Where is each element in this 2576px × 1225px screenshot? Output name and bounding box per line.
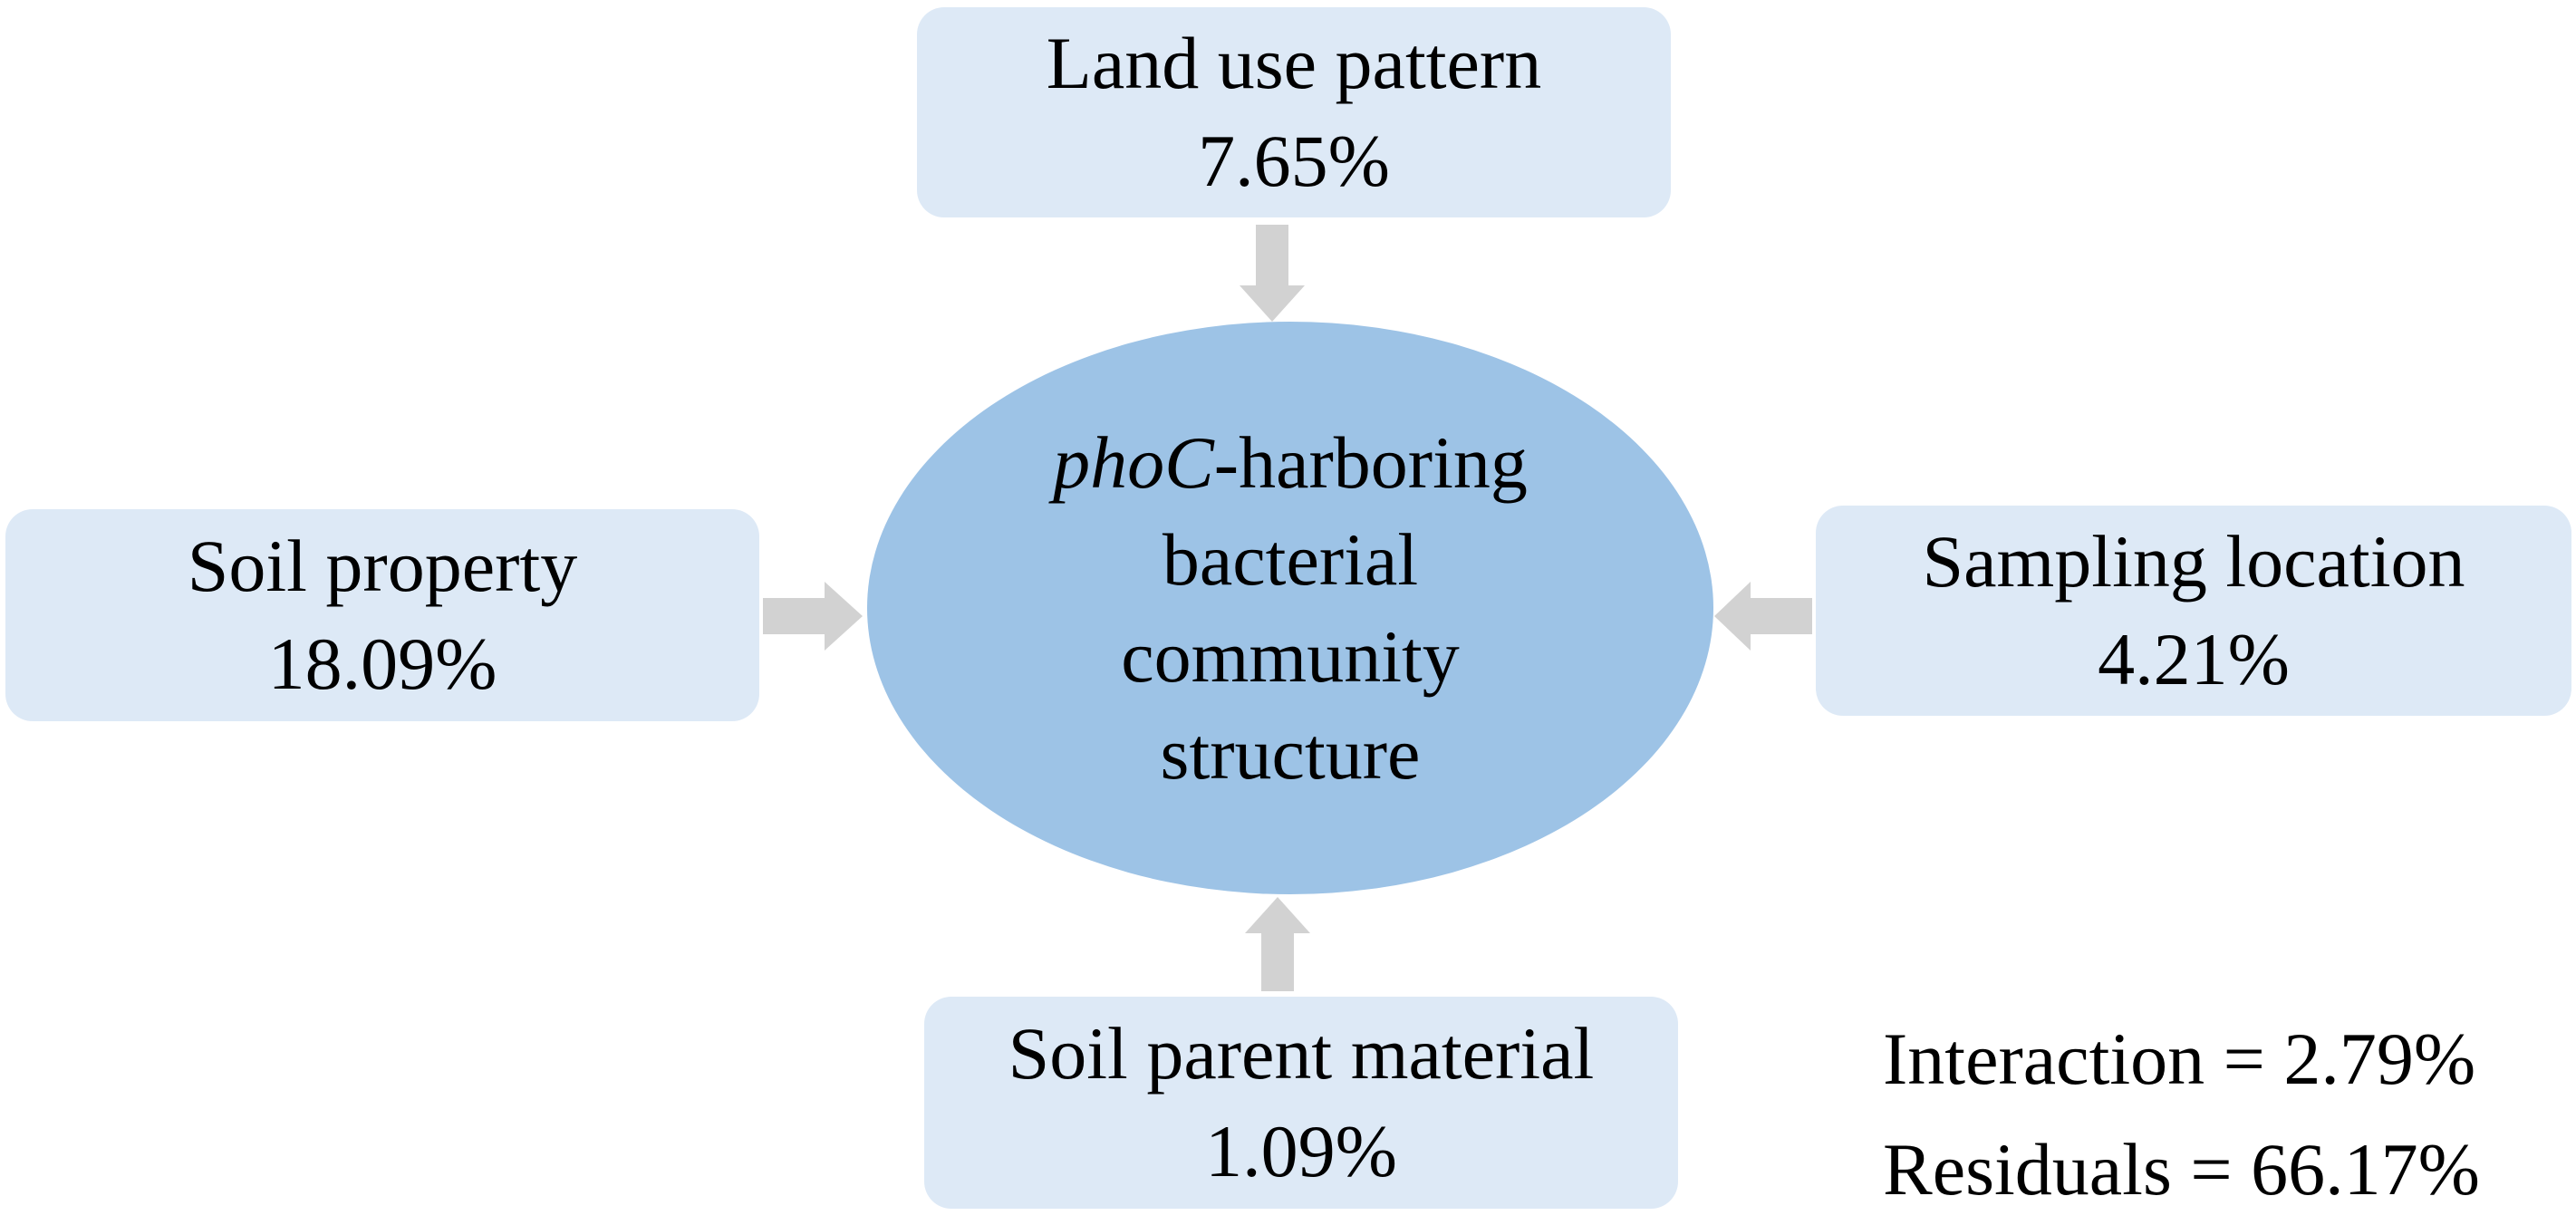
center-gene-name: phoC [1053, 421, 1214, 504]
factor-value-soil-property: 18.09% [267, 622, 497, 705]
factor-value-soil-parent-material: 1.09% [1205, 1110, 1397, 1192]
factor-box-land-use-pattern: Land use pattern 7.65% [917, 7, 1671, 217]
center-ellipse: phoC-harboring bacterial community struc… [867, 322, 1713, 894]
factor-box-soil-property: Soil property 18.09% [5, 509, 759, 721]
factor-name-sampling-location: Sampling location [1922, 520, 2465, 603]
center-line-1: phoC-harboring [1053, 414, 1528, 511]
factor-box-sampling-location: Sampling location 4.21% [1816, 506, 2571, 716]
factor-name-soil-property: Soil property [187, 525, 578, 607]
center-line-2: bacterial [1162, 518, 1419, 601]
factor-value-sampling-location: 4.21% [2098, 618, 2290, 700]
factor-name-land-use-pattern: Land use pattern [1046, 22, 1542, 104]
factor-box-soil-parent-material: Soil parent material 1.09% [924, 997, 1678, 1209]
residuals-text: Residuals = 66.17% [1883, 1128, 2480, 1211]
arrow-right-icon [763, 582, 863, 651]
interaction-text: Interaction = 2.79% [1883, 1018, 2476, 1100]
center-line-1-rest: -harboring [1213, 421, 1528, 504]
center-line-3: community [1121, 615, 1460, 698]
arrow-up-icon [1245, 897, 1310, 991]
factor-value-land-use-pattern: 7.65% [1198, 120, 1390, 202]
center-line-4: structure [1160, 712, 1421, 795]
arrow-down-icon [1240, 225, 1305, 322]
arrow-left-icon [1714, 582, 1812, 651]
variance-summary: Interaction = 2.79% Residuals = 66.17% [1883, 1004, 2553, 1225]
factor-name-soil-parent-material: Soil parent material [1008, 1012, 1595, 1095]
